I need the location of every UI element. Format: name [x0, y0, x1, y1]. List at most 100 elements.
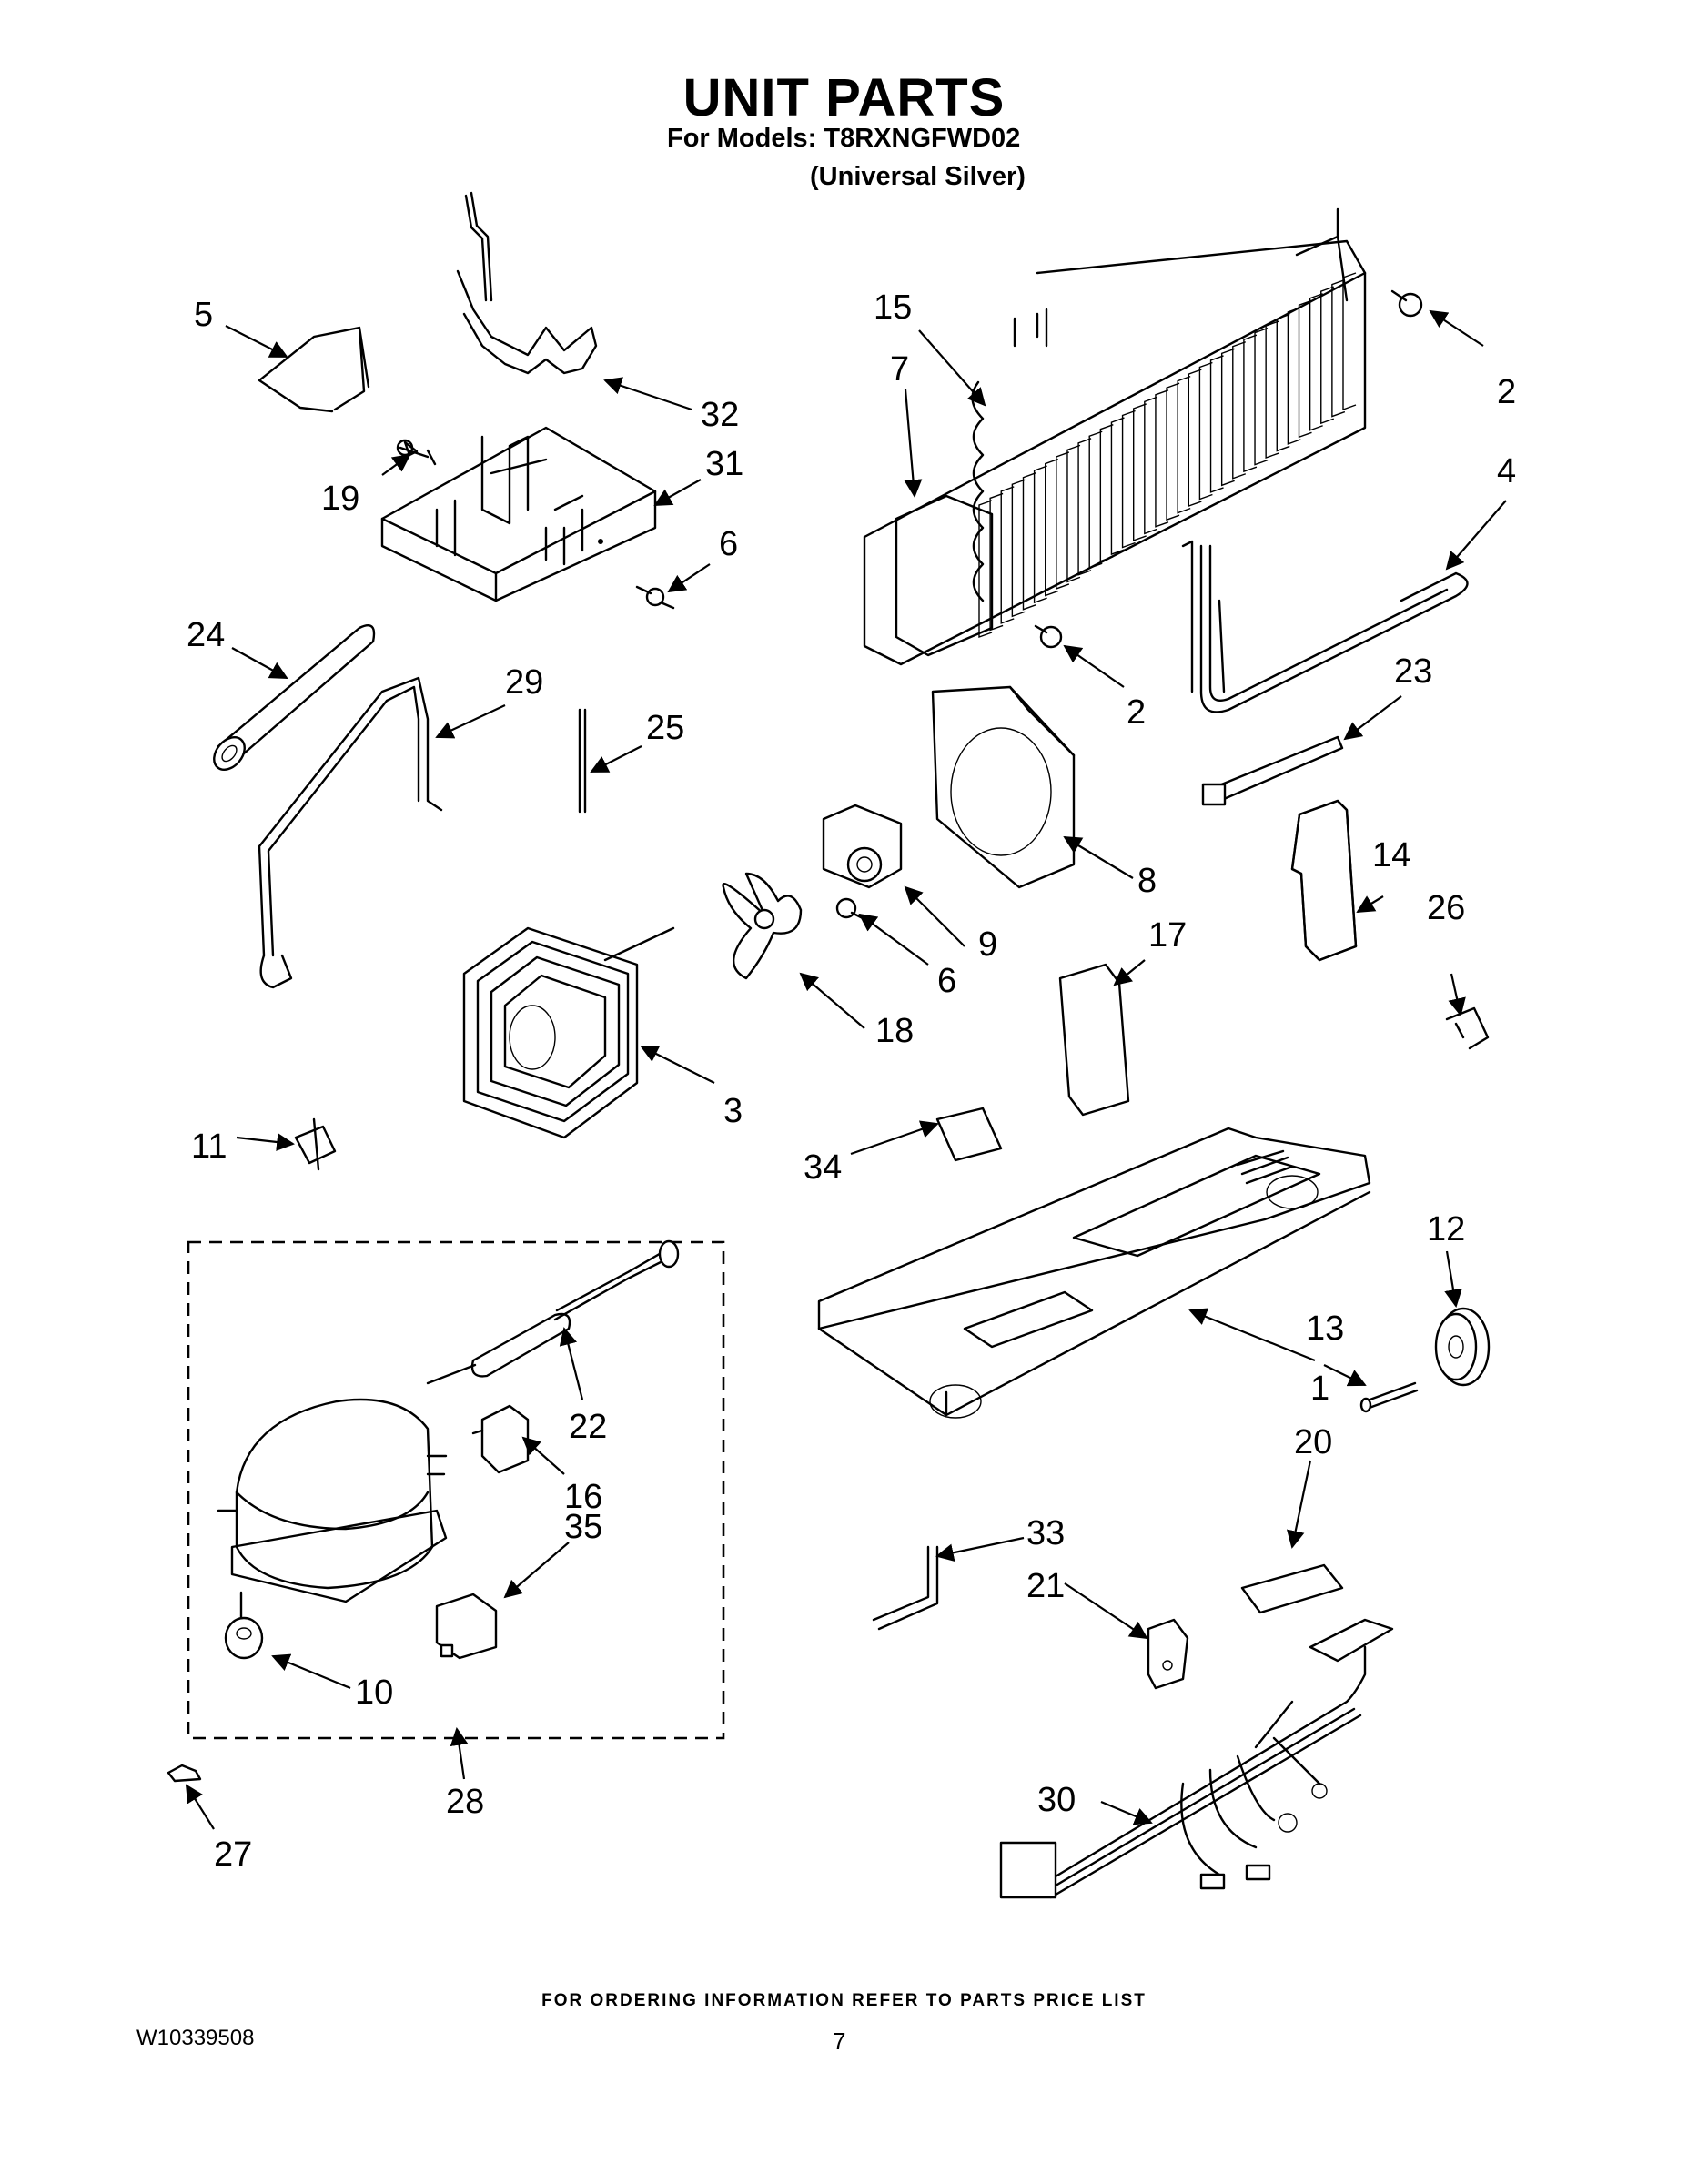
- evaporator-fin: [1232, 341, 1247, 480]
- evaporator-fin: [1287, 307, 1301, 445]
- callout-6-top: 6: [719, 525, 738, 563]
- part-30-wire-harness: [999, 1618, 1394, 1899]
- part-34-pad: [935, 1107, 1003, 1162]
- document-number: W10339508: [136, 2026, 255, 2050]
- evaporator-fin: [989, 492, 1004, 632]
- evaporator-fin: [1209, 355, 1224, 493]
- part-24-tube: [213, 623, 376, 771]
- evaporator-fin: [1077, 438, 1092, 576]
- page-number: 7: [833, 2027, 846, 2055]
- evaporator-fin: [1155, 389, 1169, 528]
- evaporator-fin: [1320, 286, 1334, 425]
- evaporator-fin: [1166, 382, 1180, 521]
- callout-1: 1: [1310, 1370, 1329, 1408]
- page-title: UNIT PARTS: [682, 68, 1006, 127]
- evaporator-fin: [1276, 313, 1290, 452]
- callout-23: 23: [1394, 652, 1432, 691]
- part-22-drier: [426, 1239, 680, 1385]
- evaporator-fin: [1088, 430, 1103, 570]
- evaporator-fin: [1298, 299, 1312, 439]
- part-18-fan-blade: [722, 872, 803, 980]
- callout-7: 7: [890, 350, 909, 389]
- callout-19: 19: [321, 480, 359, 518]
- evaporator-fin: [1188, 369, 1202, 508]
- evaporator-fin: [1011, 479, 1026, 618]
- part-8-fan-shroud: [931, 685, 1076, 889]
- models-line: For Models: T8RXNGFWD02: [667, 124, 1021, 153]
- compressor: [217, 1398, 448, 1603]
- callout-21: 21: [1026, 1567, 1065, 1605]
- part-23-cable-tie: [1201, 735, 1344, 806]
- callout-27: 27: [214, 1835, 252, 1874]
- part-33-tube: [872, 1545, 939, 1631]
- color-line: (Universal Silver): [810, 162, 1026, 191]
- part-27-clip: [167, 1764, 202, 1783]
- callout-9: 9: [978, 925, 997, 964]
- evaporator-fin: [1265, 320, 1279, 460]
- evaporator-fin: [1198, 361, 1213, 500]
- callout-35: 35: [564, 1508, 602, 1546]
- part-25-rod: [578, 708, 587, 814]
- callout-17: 17: [1148, 916, 1187, 955]
- callout-22: 22: [569, 1408, 607, 1446]
- callout-12: 12: [1427, 1210, 1465, 1249]
- part-10-grommet: [224, 1591, 264, 1660]
- callout-13: 13: [1306, 1309, 1344, 1348]
- callout-34: 34: [804, 1148, 842, 1187]
- callout-4: 4: [1497, 452, 1516, 490]
- evaporator-fin: [1331, 278, 1346, 418]
- callout-8: 8: [1137, 862, 1157, 900]
- leader-lines: [185, 309, 1507, 1830]
- part-32-heater-wire: [456, 191, 598, 375]
- callout-16: 16: [564, 1478, 602, 1516]
- part-26-clip: [1445, 1006, 1490, 1050]
- part-16-relay: [471, 1404, 530, 1474]
- callout-6-lower: 6: [937, 962, 956, 1000]
- part-35-overload: [435, 1592, 498, 1660]
- evaporator-fin: [1066, 444, 1081, 583]
- callout-29: 29: [505, 663, 543, 702]
- part-20-label: [1240, 1563, 1344, 1614]
- evaporator-assembly: [863, 207, 1367, 666]
- evaporator-fin: [1133, 403, 1147, 541]
- part-12-grommet: [1434, 1307, 1491, 1387]
- part-14-foam: [1290, 799, 1358, 962]
- callout-33: 33: [1026, 1514, 1065, 1552]
- part-17-foam: [1058, 963, 1130, 1117]
- evaporator-fin: [1144, 396, 1158, 535]
- evaporator-fin: [1177, 375, 1191, 514]
- callout-11: 11: [191, 1127, 227, 1166]
- callout-14: 14: [1372, 836, 1410, 875]
- callout-25: 25: [646, 709, 684, 747]
- evaporator-fin: [1099, 424, 1114, 562]
- part-3-condenser: [462, 926, 675, 1139]
- evaporator-fin: [1110, 417, 1125, 556]
- part-1-base-pan: [817, 1127, 1371, 1419]
- callout-15: 15: [874, 288, 912, 327]
- callout-10: 10: [355, 1673, 393, 1712]
- evaporator-fin: [1254, 327, 1269, 466]
- callout-31: 31: [705, 445, 743, 483]
- callout-28: 28: [446, 1783, 484, 1821]
- evaporator-fin: [1243, 334, 1258, 473]
- callout-26: 26: [1427, 889, 1465, 927]
- callout-32: 32: [701, 396, 739, 434]
- evaporator-fin: [1121, 410, 1136, 549]
- evaporator-fin: [1220, 348, 1235, 487]
- callout-30: 30: [1037, 1781, 1076, 1819]
- part-5-clip: [258, 326, 370, 413]
- evaporator-fin: [1045, 458, 1058, 597]
- callout-24: 24: [187, 616, 225, 654]
- evaporator-fin: [1309, 293, 1323, 431]
- evaporator-fin: [1000, 486, 1015, 624]
- evaporator-fin: [1022, 472, 1036, 611]
- part-13-pin: [1359, 1381, 1419, 1413]
- part-29-tube: [258, 676, 443, 989]
- callout-20: 20: [1294, 1423, 1332, 1461]
- part-2-screw-mid: [1034, 624, 1063, 649]
- evaporator-fin: [1342, 272, 1357, 410]
- part-31-housing: [380, 426, 657, 602]
- evaporator-fin: [978, 500, 993, 638]
- callout-2-top: 2: [1497, 373, 1516, 411]
